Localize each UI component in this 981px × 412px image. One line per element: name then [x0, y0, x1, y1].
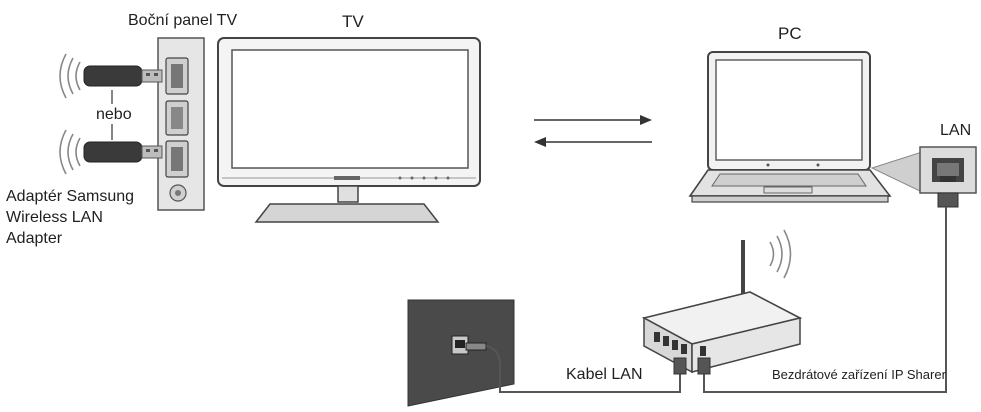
lan-cable — [485, 207, 947, 393]
wifi-waves-icon — [59, 129, 81, 175]
side-panel-label: Boční panel TV — [128, 12, 238, 29]
router-icon — [641, 229, 803, 374]
or-label: nebo — [96, 106, 132, 123]
adapter-label-line1: Adaptér Samsung — [6, 188, 135, 205]
wifi-waves-icon — [769, 229, 792, 279]
tv-side-panel — [157, 37, 205, 211]
cable-plug — [673, 357, 711, 375]
lan-label: LAN — [940, 122, 972, 139]
pc-label: PC — [778, 24, 802, 43]
wall-socket-icon — [407, 299, 515, 407]
bidirectional-arrows-icon — [534, 115, 652, 147]
laptop-icon — [688, 51, 892, 203]
tv-icon — [217, 37, 481, 223]
lan-cable-label: Kabel LAN — [566, 366, 643, 383]
wifi-waves-icon — [59, 53, 81, 99]
router-label: Bezdrátové zařízení IP Sharer — [772, 367, 946, 382]
usb-dongle-icon — [59, 129, 163, 175]
usb-dongle-icon — [59, 53, 163, 99]
lan-port-icon — [870, 146, 977, 208]
adapter-label-line3: Adapter — [6, 230, 63, 247]
adapter-label-line2: Wireless LAN — [6, 209, 103, 226]
tv-label: TV — [342, 12, 364, 31]
